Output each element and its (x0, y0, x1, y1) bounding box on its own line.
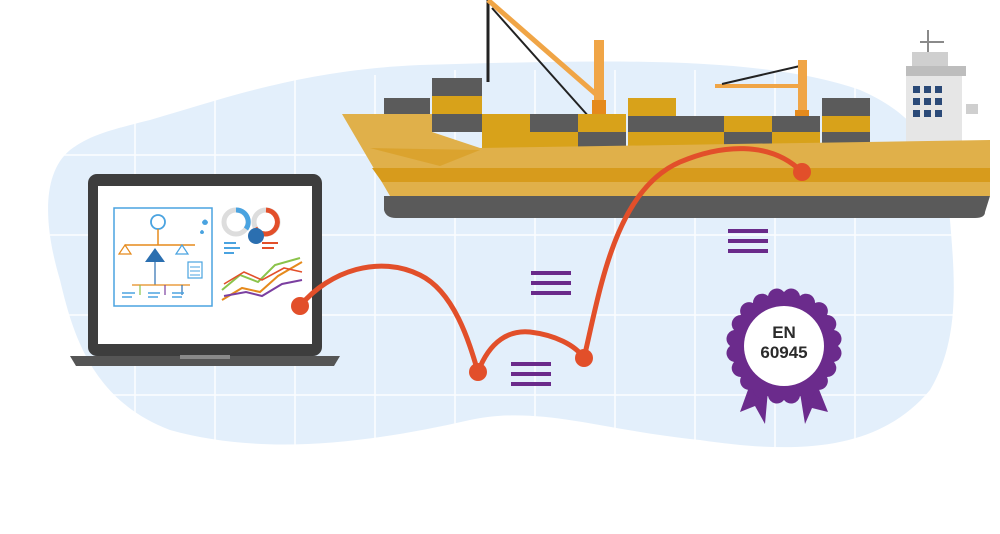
certificate-number: 60945 (760, 343, 807, 362)
container-ship-icon (342, 0, 990, 218)
route-node (469, 363, 487, 381)
bridge-tower-icon (906, 30, 978, 142)
route-end-node (793, 163, 811, 181)
route-node (575, 349, 593, 367)
route-path (291, 146, 811, 381)
rosette-center (744, 306, 824, 386)
signal-bars-icon (531, 271, 571, 295)
hull-stripe (372, 168, 990, 182)
cargo-containers (384, 78, 870, 148)
dashboard-screen (113, 207, 303, 307)
signal-bars-icon (511, 362, 551, 386)
laptop-notch (180, 355, 230, 359)
route-start-node (291, 297, 309, 315)
certificate-standard: EN (772, 323, 796, 342)
certification-rosette-icon: EN 60945 (726, 288, 842, 424)
ship-keel (384, 196, 990, 218)
laptop-icon (70, 174, 340, 366)
signal-bars-icon (728, 229, 768, 253)
laptop-base (70, 356, 340, 366)
